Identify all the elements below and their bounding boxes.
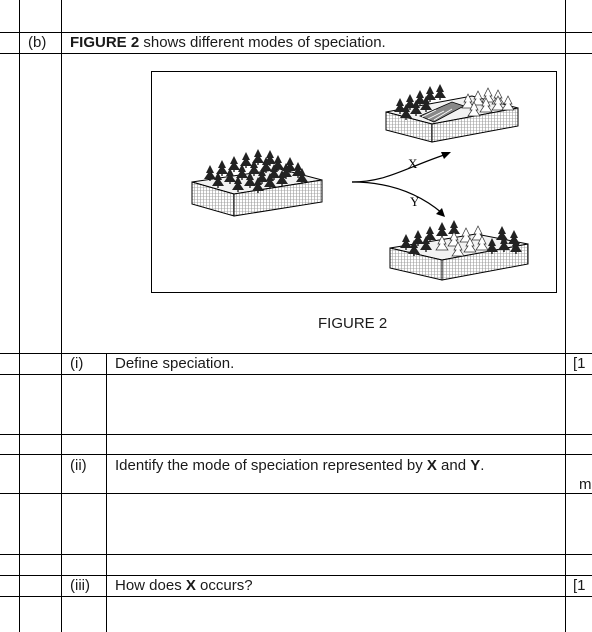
speciation-diagram: X Y — [191, 84, 529, 281]
sympatric-population-block — [389, 220, 529, 281]
column-divider — [565, 0, 566, 632]
label-y: Y — [410, 194, 420, 209]
marks-label: [1 — [573, 355, 586, 372]
row-divider — [0, 575, 592, 576]
arrowhead-y-icon — [436, 208, 445, 217]
row-divider — [0, 554, 592, 555]
row-divider — [0, 32, 592, 33]
figure-2-illustration: X Y — [151, 71, 557, 293]
column-divider — [19, 0, 20, 632]
figure-reference: FIGURE 2 — [70, 34, 140, 51]
arrow-to-y — [351, 181, 443, 214]
label-x: X — [408, 156, 418, 171]
arrow-to-x — [351, 153, 448, 183]
row-divider — [0, 53, 592, 54]
column-divider — [106, 353, 107, 632]
question-text: Define speciation. — [115, 355, 235, 372]
part-intro: FIGURE 2 shows different modes of specia… — [70, 34, 386, 52]
row-divider — [0, 454, 592, 455]
row-divider — [0, 353, 592, 354]
row-divider — [0, 596, 592, 597]
divided-population-block — [385, 84, 519, 143]
intro-text: shows different modes of speciation. — [139, 34, 386, 51]
question-number: (i) — [70, 355, 84, 372]
question-text: How does X occurs? — [115, 577, 253, 594]
ancestral-population-block — [191, 149, 323, 217]
question-text: Identify the mode of speciation represen… — [115, 457, 485, 474]
arrowhead-x-icon — [441, 152, 451, 159]
branching-arrows — [351, 153, 448, 214]
column-divider — [61, 0, 62, 632]
row-divider — [0, 374, 592, 375]
part-label: (b) — [28, 34, 47, 51]
question-number: (ii) — [70, 457, 87, 474]
question-number: (iii) — [70, 577, 90, 594]
marks-label: m — [579, 476, 592, 493]
marks-label: [1 — [573, 577, 586, 594]
figure-caption: FIGURE 2 — [318, 315, 388, 332]
row-divider — [0, 434, 592, 435]
row-divider — [0, 493, 592, 494]
